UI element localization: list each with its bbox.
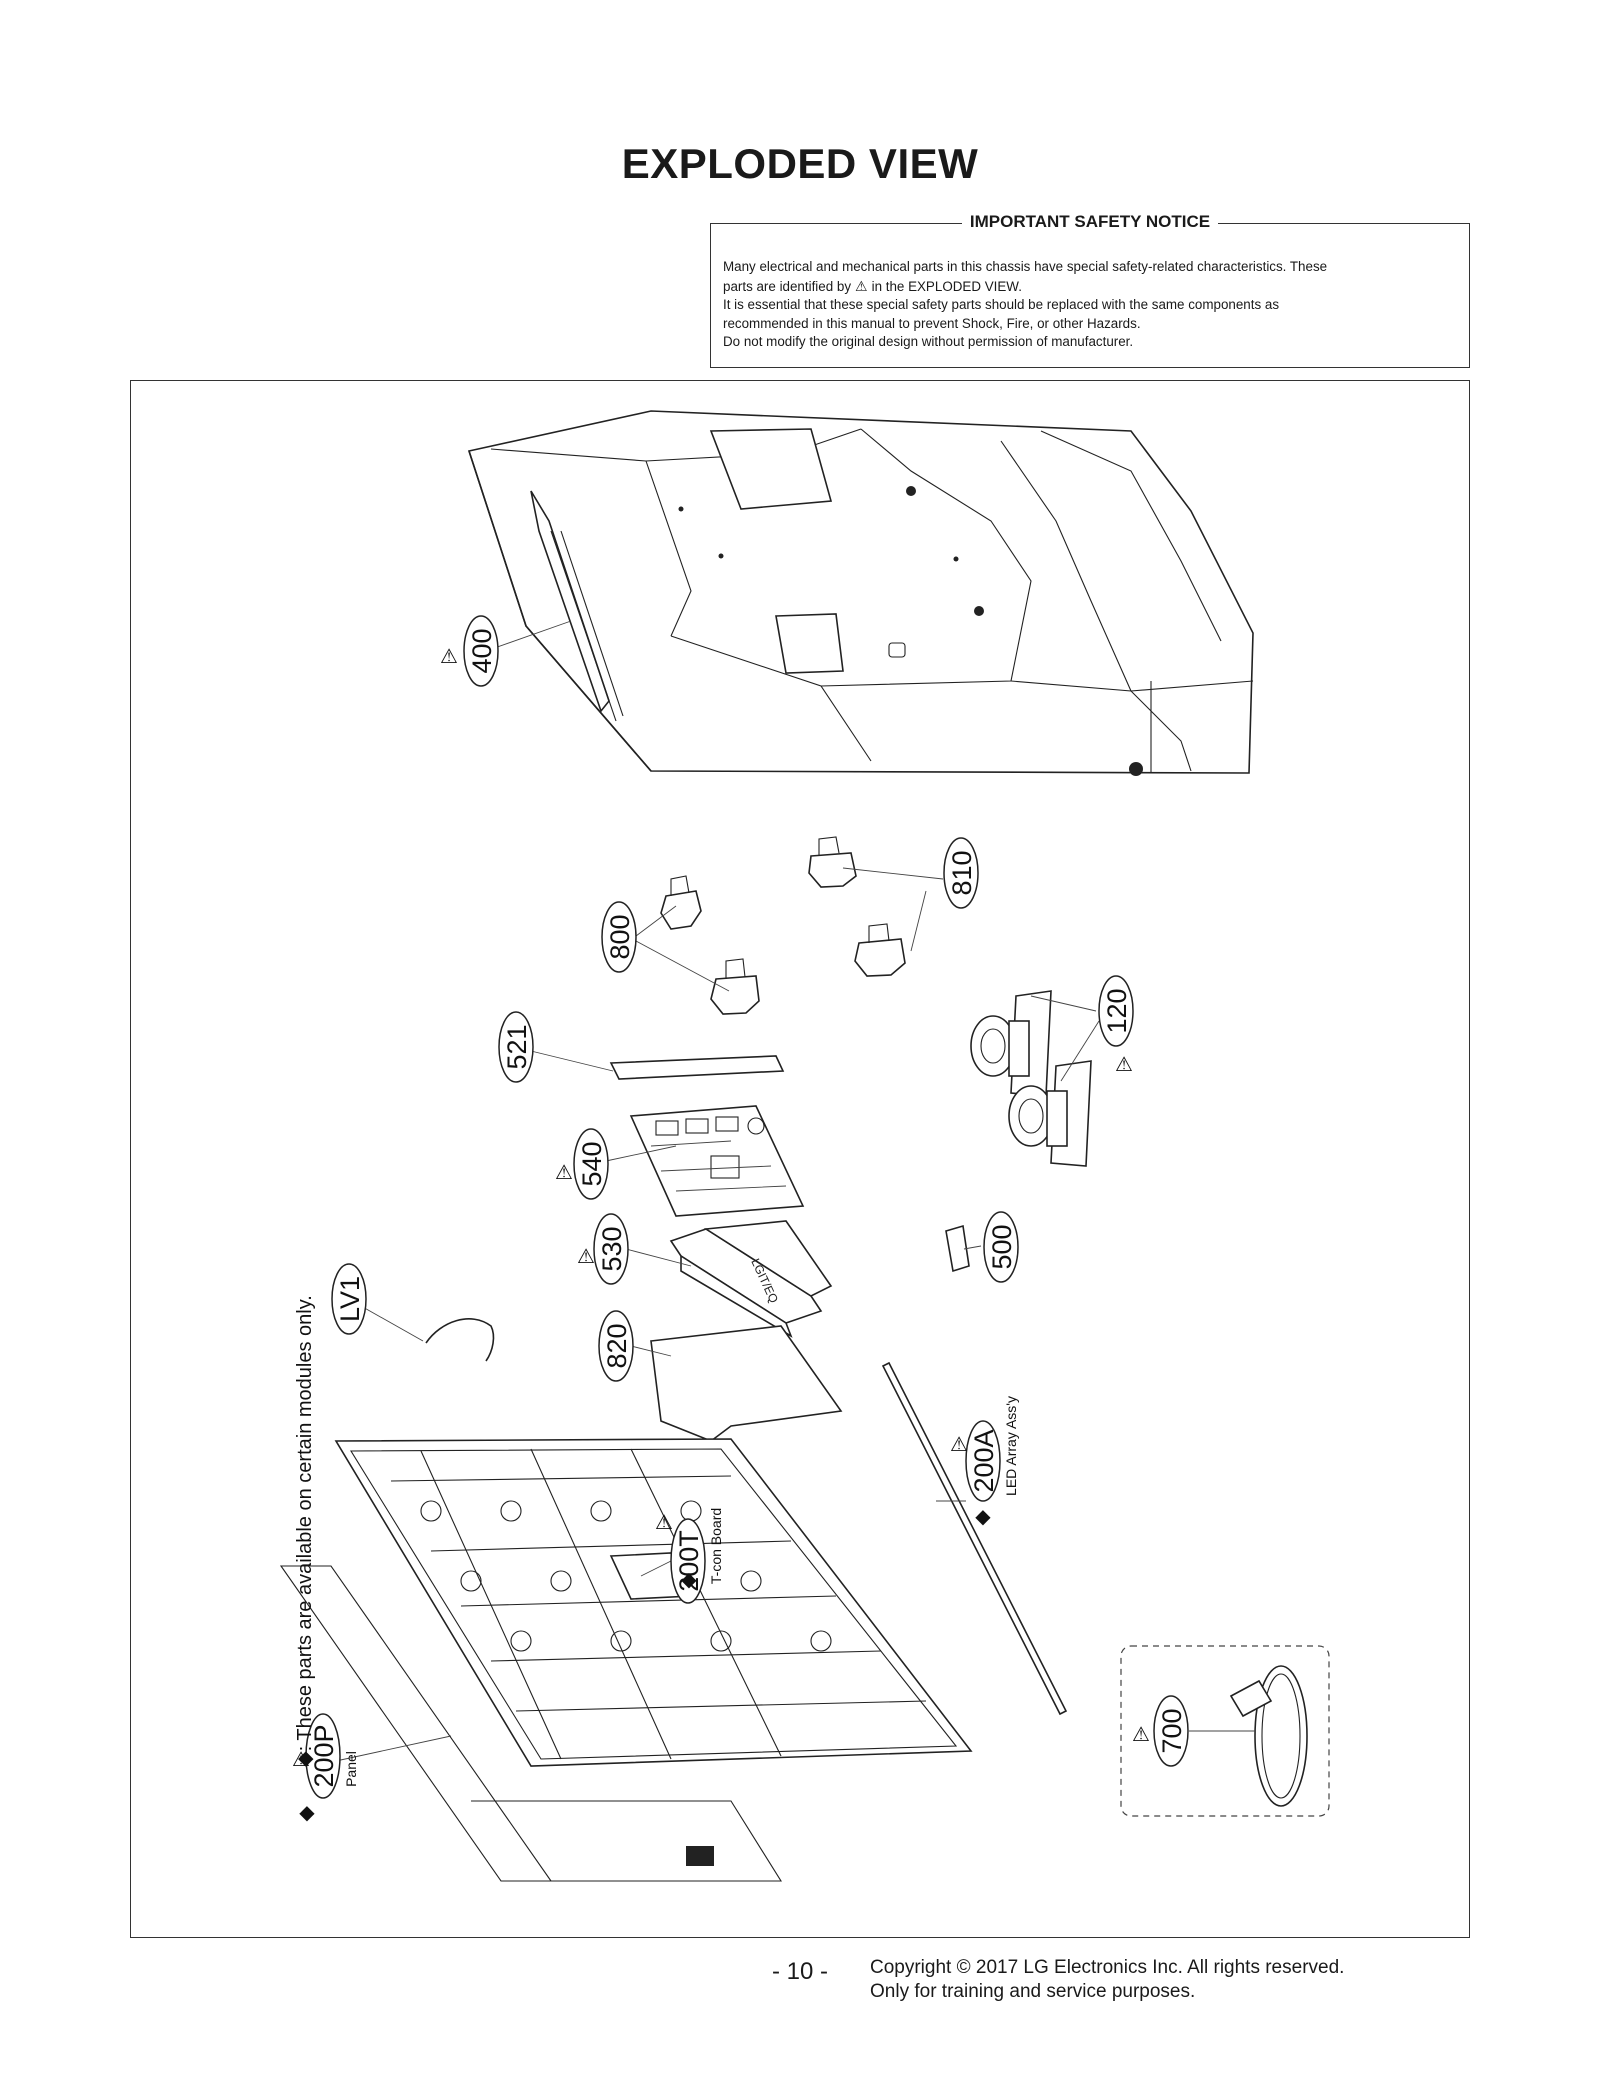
callout-label-800: 800 xyxy=(605,914,635,959)
leader-810b xyxy=(910,890,927,952)
back-cover-drawing xyxy=(467,410,1254,776)
callout-label-530: 530 xyxy=(597,1226,627,1271)
leader-lv1 xyxy=(360,1305,424,1342)
callout-label-200p: 200P xyxy=(309,1724,339,1787)
warning-icon: ⚠ xyxy=(1115,1054,1133,1076)
part-521-drawing xyxy=(609,1055,785,1080)
leader-810a xyxy=(842,867,944,880)
module-diamond-icon: ◆ xyxy=(975,1506,991,1528)
power-cord-box xyxy=(1120,1645,1330,1817)
warning-icon: ⚠ xyxy=(440,646,458,668)
leader-120b xyxy=(1060,1020,1100,1082)
safety-notice-box: IMPORTANT SAFETY NOTICE Many electrical … xyxy=(710,212,1470,368)
callout-label-200t: 200T xyxy=(674,1530,704,1592)
callout-bubble-lv1 xyxy=(331,1263,367,1335)
warning-icon: ⚠ xyxy=(292,1749,310,1771)
leader-820 xyxy=(630,1345,672,1357)
callout-bubble-400 xyxy=(463,615,499,687)
warning-icon: ⚠ xyxy=(655,1512,673,1534)
notice-line-2a: parts are identified by xyxy=(723,278,852,294)
leader-800b xyxy=(635,940,730,992)
callout-label-lv1: LV1 xyxy=(335,1276,365,1322)
warning-icon: ⚠ xyxy=(577,1246,595,1268)
safety-notice-text: Many electrical and mechanical parts in … xyxy=(723,258,1457,352)
part-500-drawing xyxy=(945,1224,970,1273)
leader-530 xyxy=(625,1248,692,1267)
callout-bubble-500 xyxy=(983,1211,1019,1283)
cable-lv1-drawing xyxy=(425,1318,495,1362)
safety-notice-heading: IMPORTANT SAFETY NOTICE xyxy=(961,212,1219,231)
callout-bubble-120 xyxy=(1098,975,1134,1047)
callout-label-810: 810 xyxy=(947,850,977,895)
bracket-800-drawing xyxy=(660,875,760,1015)
warning-icon: ⚠ xyxy=(950,1434,968,1456)
copyright-line-1: Copyright © 2017 LG Electronics Inc. All… xyxy=(870,1957,1345,1978)
callout-bubble-200a xyxy=(965,1420,1001,1502)
page-number: - 10 - xyxy=(771,1958,828,1985)
leader-540 xyxy=(605,1145,677,1162)
copyright-line-2: Only for training and service purposes. xyxy=(870,1981,1196,2002)
warning-icon: ⚠ xyxy=(1132,1724,1150,1746)
panel-description: Panel xyxy=(343,1751,359,1787)
leader-200t xyxy=(640,1560,672,1577)
leader-200p xyxy=(335,1735,452,1762)
warning-icon: ⚠ xyxy=(855,277,868,294)
modules-side-note: ◆: These parts are available on certain … xyxy=(294,1295,316,1767)
page-title: EXPLODED VIEW xyxy=(621,140,979,187)
leader-800a xyxy=(635,905,677,937)
callout-bubble-820 xyxy=(598,1310,634,1382)
callout-label-500: 500 xyxy=(987,1224,1017,1269)
warning-icon: ⚠ xyxy=(555,1162,573,1184)
main-board-drawing xyxy=(629,1105,805,1217)
notice-line-3: It is essential that these special safet… xyxy=(723,297,1280,312)
notice-line-2b: in the EXPLODED VIEW. xyxy=(871,278,1022,294)
notice-line-1: Many electrical and mechanical parts in … xyxy=(723,259,1328,274)
callout-bubble-800 xyxy=(601,901,637,973)
module-diamond-icon: ◆ xyxy=(681,1569,697,1591)
exploded-view-frame: .ln { fill: none; stroke: #222; stroke-w… xyxy=(130,380,1470,1938)
callout-label-820: 820 xyxy=(602,1323,632,1368)
callout-bubble-540 xyxy=(573,1128,609,1200)
leader-500 xyxy=(963,1245,982,1250)
notice-line-5: Do not modify the original design withou… xyxy=(723,334,1134,349)
bracket-810-drawing xyxy=(808,836,906,977)
callout-bubble-530 xyxy=(593,1213,629,1285)
callout-bubble-700 xyxy=(1153,1695,1189,1767)
modules-side-note-text: : These parts are available on certain m… xyxy=(294,1295,316,1751)
callout-label-120: 120 xyxy=(1102,988,1132,1033)
power-cord-drawing xyxy=(1229,1665,1308,1807)
speaker-drawing xyxy=(970,990,1092,1167)
copyright-block: Copyright © 2017 LG Electronics Inc. All… xyxy=(870,1956,1344,2004)
callout-bubble-200p xyxy=(305,1713,341,1799)
callout-bubble-200t xyxy=(670,1518,706,1604)
callout-bubble-810 xyxy=(943,837,979,909)
power-board-drawing: LGIT/EQ xyxy=(669,1220,833,1338)
callout-label-521: 521 xyxy=(502,1024,532,1069)
callout-label-540: 540 xyxy=(577,1141,607,1186)
led-array-drawing xyxy=(881,1361,1068,1716)
leader-400 xyxy=(485,620,572,652)
exploded-view-diagram: .ln { fill: none; stroke: #222; stroke-w… xyxy=(279,410,1330,1882)
module-diamond-icon: ◆ xyxy=(294,1751,316,1767)
notice-line-2: parts are identified by⚠in the EXPLODED … xyxy=(723,277,1457,297)
callout-label-400: 400 xyxy=(467,628,497,673)
notice-line-4: recommended in this manual to prevent Sh… xyxy=(723,315,1141,331)
leader-120a xyxy=(1030,995,1097,1012)
panel-assembly-drawing xyxy=(279,1438,973,1882)
callout-label-200a: 200A xyxy=(969,1429,999,1492)
callout-label-700: 700 xyxy=(1157,1708,1187,1753)
led-array-description: LED Array Ass'y xyxy=(1003,1396,1019,1496)
module-diamond-icon: ◆ xyxy=(299,1802,315,1824)
sheet-820-drawing xyxy=(650,1325,843,1442)
callout-bubble-521 xyxy=(498,1011,534,1083)
tcon-board-description: T-con Board xyxy=(708,1508,724,1584)
leader-521 xyxy=(530,1050,614,1072)
